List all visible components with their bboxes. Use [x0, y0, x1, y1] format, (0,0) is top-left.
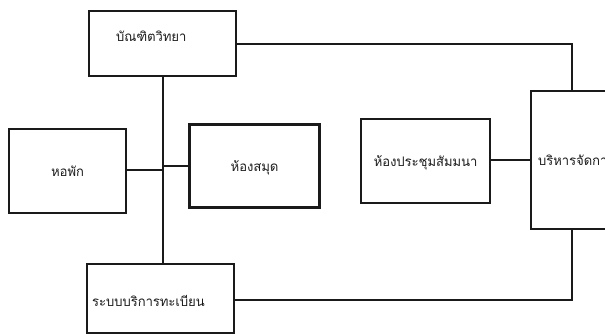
node-graduate-school: บัณฑิตวิทยา — [88, 10, 237, 77]
node-meeting-room: ห้องประชุมสัมมนา — [360, 118, 491, 204]
node-dormitory: หอพัก — [8, 128, 127, 214]
edge-registration-administration — [235, 230, 572, 300]
node-registration: ระบบบริการทะเบียน — [86, 263, 235, 334]
edge-graduate-administration — [237, 44, 572, 90]
node-library: ห้องสมุด — [188, 123, 321, 209]
